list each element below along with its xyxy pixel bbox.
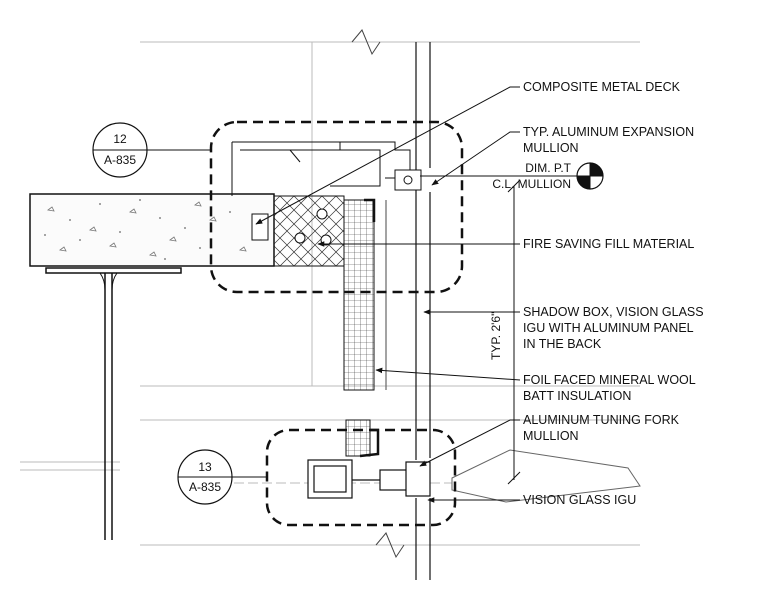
steel-column — [45, 267, 182, 540]
mineral-wool-insulation — [343, 199, 375, 391]
curtain-wall-glazing — [385, 42, 431, 580]
composite-slab — [29, 193, 275, 267]
detail-12-boundary — [209, 120, 464, 294]
label-mineral-wool-l1: FOIL FACED MINERAL WOOL — [523, 373, 696, 387]
datum-label-line2: C.L. MULLION — [492, 177, 571, 191]
mineral-wool-insulation-lower — [345, 419, 371, 457]
label-tuning-fork-l1: ALUMINUM TUNING FORK — [523, 413, 680, 427]
datum-symbol: DIM. P.T C.L. MULLION — [420, 161, 604, 191]
back-pan — [364, 198, 376, 222]
label-composite-deck: COMPOSITE METAL DECK — [523, 80, 681, 94]
leader-lines — [255, 86, 521, 503]
break-mark-bottom — [375, 532, 405, 559]
expansion-mullion — [231, 141, 422, 196]
callout-13-number: 13 — [198, 460, 212, 474]
callout-13-sheet: A-835 — [189, 480, 221, 494]
sunshade-fin — [451, 449, 641, 503]
dimension-typ — [507, 179, 521, 485]
label-expansion-mullion-l2: MULLION — [523, 141, 579, 155]
label-vision-glass: VISION GLASS IGU — [523, 493, 636, 507]
callout-12-sheet: A-835 — [104, 153, 136, 167]
label-tuning-fork-l2: MULLION — [523, 429, 579, 443]
label-shadow-box-l2: IGU WITH ALUMINUM PANEL — [523, 321, 694, 335]
label-expansion-mullion-l1: TYP. ALUMINUM EXPANSION — [523, 125, 694, 139]
label-fire-fill: FIRE SAVING FILL MATERIAL — [523, 237, 694, 251]
label-shadow-box-l1: SHADOW BOX, VISION GLASS — [523, 305, 704, 319]
detail-callout-12: 12 A-835 — [92, 122, 211, 178]
datum-label-line1: DIM. P.T — [525, 161, 571, 175]
fire-safing-fill — [273, 195, 345, 267]
tuning-fork-mullion — [307, 459, 431, 499]
label-mineral-wool-l2: BATT INSULATION — [523, 389, 631, 403]
label-shadow-box-l3: IN THE BACK — [523, 337, 602, 351]
annotation-labels: COMPOSITE METAL DECK TYP. ALUMINUM EXPAN… — [523, 80, 704, 507]
detail-callout-13: 13 A-835 — [177, 449, 267, 505]
callout-12-number: 12 — [113, 132, 127, 146]
break-mark-top — [351, 29, 381, 56]
dimension-text: TYP. 2'6" — [489, 312, 503, 360]
